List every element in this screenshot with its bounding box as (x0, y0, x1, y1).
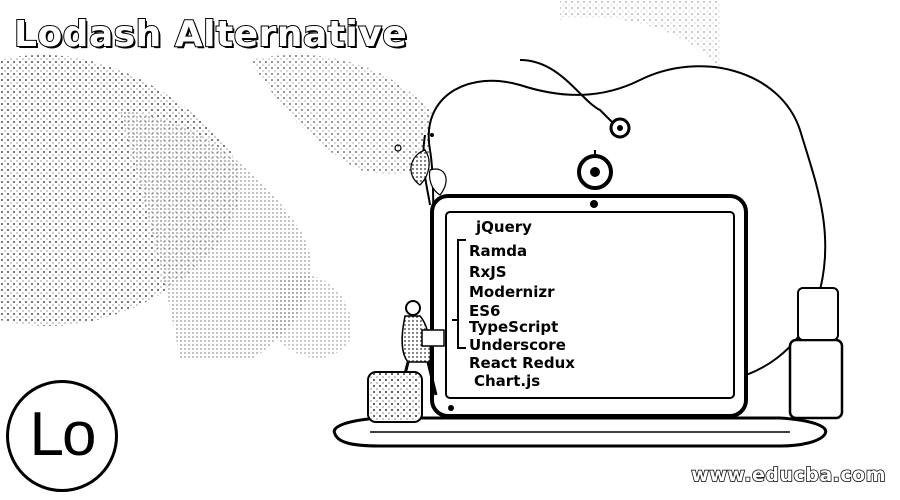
list-item-modernizr: Modernizr (469, 283, 555, 301)
laptop (332, 194, 828, 448)
page-title: Lodash Alternative (13, 13, 408, 56)
plant-decoration (394, 133, 447, 206)
list-item-es6: ES6 (469, 302, 501, 320)
list-item-chartjs: Chart.js (474, 372, 541, 390)
list-item-rxjs: RxJS (469, 263, 507, 281)
boxes-decoration (367, 287, 844, 423)
website-url: www.educba.com (691, 463, 887, 487)
list-item-jquery: jQuery (476, 218, 532, 236)
lodash-logo-icon: Lo (6, 380, 118, 492)
background-texture (0, 0, 720, 360)
list-item-typescript: TypeScript (469, 318, 559, 336)
list-item-ramda: Ramda (469, 242, 528, 260)
gear-decoration (519, 59, 631, 190)
list-bracket (452, 239, 466, 349)
logo-text: Lo (29, 399, 97, 469)
list-item-underscore: Underscore (469, 336, 566, 354)
list-item-react-redux: React Redux (469, 354, 575, 372)
person-illustration (398, 300, 445, 396)
